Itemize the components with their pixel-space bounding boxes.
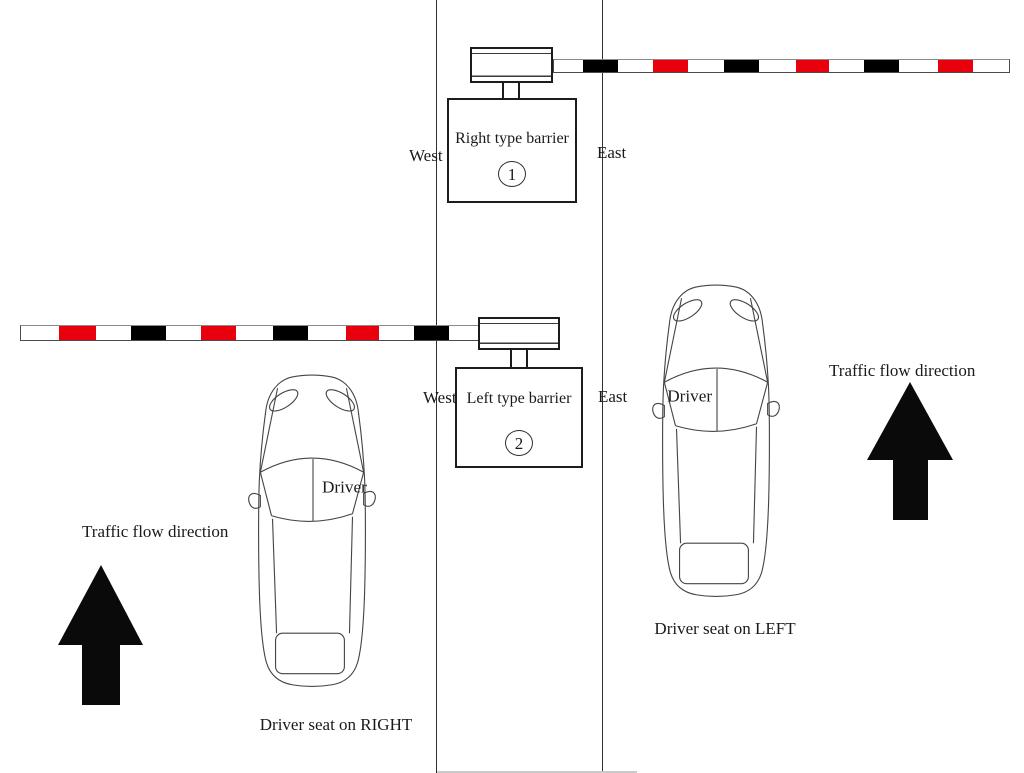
traffic-flow-label-right: Traffic flow direction <box>829 361 976 380</box>
arm-segment-red <box>653 60 688 72</box>
arm-segment-white <box>554 60 583 72</box>
headlight-right-icon <box>325 389 356 412</box>
rear-window-arc <box>675 423 757 432</box>
arm-segment-red <box>346 326 379 340</box>
car-body-outline <box>662 284 770 597</box>
arm-segment-black <box>583 60 618 72</box>
arm-segment-white <box>166 326 201 340</box>
east-label-top: East <box>597 143 627 162</box>
west-label-bottom: West <box>423 388 457 407</box>
headlight-left-icon <box>268 389 299 412</box>
headlight-right-icon <box>729 299 760 322</box>
arm-segment-black <box>414 326 449 340</box>
arm-segment-white <box>236 326 273 340</box>
traffic-flow-arrow-left-icon <box>56 560 146 708</box>
driver-seat-label: Driver <box>322 477 367 496</box>
arm-segment-black <box>273 326 308 340</box>
windshield-arc <box>260 457 364 473</box>
hood-lines <box>259 388 365 473</box>
barrier-box-left-type: Left type barrier 2 <box>455 367 583 468</box>
barrier-arm-left-type <box>20 325 480 341</box>
arm-segment-white <box>829 60 864 72</box>
barrier-head-top-line <box>480 323 558 324</box>
arm-segment-white <box>449 326 479 340</box>
roof-sides <box>259 472 365 516</box>
arm-segment-white <box>688 60 724 72</box>
barrier-head-bottom-line <box>472 75 551 77</box>
arm-segment-black <box>864 60 899 72</box>
arm-segment-white <box>96 326 131 340</box>
arm-segment-red <box>938 60 973 72</box>
windshield-arc <box>664 367 768 383</box>
rear-deck-lines <box>675 426 758 544</box>
circled-number-2-icon: 2 <box>505 430 533 456</box>
arm-segment-white <box>308 326 346 340</box>
barrier-head-bottom-line <box>480 342 558 344</box>
roof-sides <box>663 382 769 426</box>
rear-window-arc <box>271 513 353 522</box>
driver-seat-label: Driver <box>667 386 712 405</box>
barrier-head-top-line <box>472 53 551 54</box>
arm-segment-white <box>759 60 796 72</box>
arm-segment-white <box>973 60 1009 72</box>
road-line-east <box>602 0 603 773</box>
car-right-hand-drive: Driver <box>246 373 378 695</box>
barrier-stem-right-type <box>502 83 520 98</box>
barrier-head-right-type <box>470 47 553 83</box>
traffic-flow-label-left: Traffic flow direction <box>82 522 229 541</box>
side-mirror-right-icon <box>363 490 376 507</box>
barrier-title-right-type: Right type barrier <box>455 130 569 147</box>
arm-segment-white <box>379 326 414 340</box>
east-label-bottom: East <box>598 387 628 406</box>
arm-segment-red <box>59 326 96 340</box>
caption-driver-seat-left: Driver seat on LEFT <box>654 619 796 638</box>
arm-segment-white <box>21 326 59 340</box>
barrier-head-left-type <box>478 317 560 350</box>
barrier-arm-right-type <box>553 59 1010 73</box>
trunk-outline <box>678 542 749 585</box>
barrier-number-left-type: 2 <box>514 433 524 453</box>
side-mirror-left-icon <box>652 402 665 419</box>
arm-segment-white <box>618 60 653 72</box>
side-mirror-right-icon <box>767 400 780 417</box>
traffic-flow-arrow-right-icon <box>865 378 955 522</box>
arm-segment-black <box>724 60 759 72</box>
road-bottom-edge <box>437 771 637 773</box>
circled-number-1-icon: 1 <box>498 161 526 187</box>
arm-segment-red <box>201 326 236 340</box>
car-body-outline <box>258 374 366 687</box>
side-mirror-left-icon <box>248 492 261 509</box>
rear-deck-lines <box>271 516 354 634</box>
west-label-top: West <box>409 146 443 165</box>
barrier-number-right-type: 1 <box>507 164 517 184</box>
headlight-left-icon <box>672 299 703 322</box>
caption-driver-seat-right: Driver seat on RIGHT <box>259 715 413 734</box>
arm-segment-red <box>796 60 829 72</box>
barrier-stem-left-type <box>510 350 528 367</box>
hood-lines <box>663 298 769 383</box>
arm-segment-white <box>899 60 938 72</box>
trunk-outline <box>274 632 345 675</box>
car-left-hand-drive: Driver <box>650 283 782 605</box>
arm-segment-black <box>131 326 166 340</box>
barrier-box-right-type: Right type barrier 1 <box>447 98 577 203</box>
barrier-title-left-type: Left type barrier <box>466 390 572 407</box>
road-line-west <box>436 0 437 773</box>
